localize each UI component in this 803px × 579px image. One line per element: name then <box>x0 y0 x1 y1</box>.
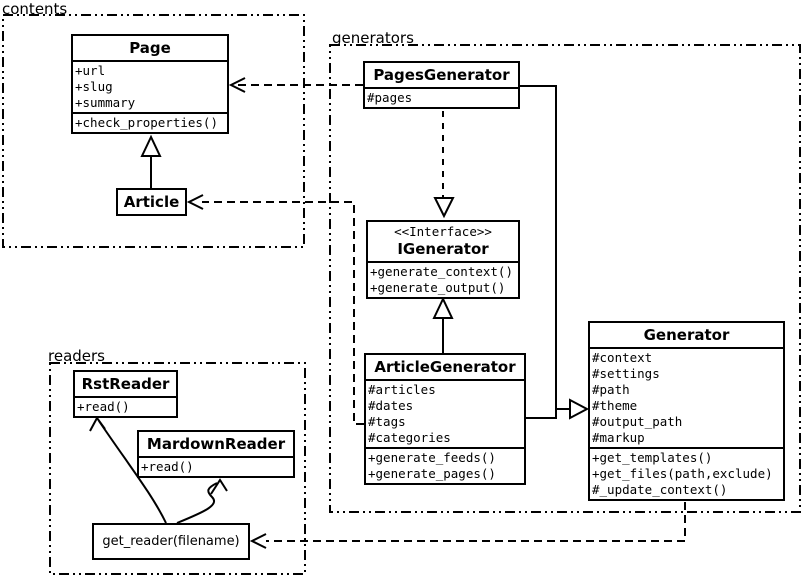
attribute: +slug <box>75 79 113 94</box>
edge-article-to-page-inheritance <box>140 134 162 188</box>
class-rstreader-methods: +read() <box>75 396 176 416</box>
class-igenerator-methods: +generate_context() +generate_output() <box>368 261 518 297</box>
package-label-contents: contents <box>2 0 68 18</box>
edge-pagesgenerator-to-igenerator-realization <box>433 111 455 219</box>
package-readers-border <box>49 362 306 575</box>
class-pagesgenerator-title: PagesGenerator <box>373 66 510 84</box>
attribute: +url <box>75 63 106 78</box>
method: +generate_output() <box>370 280 506 295</box>
class-page-title: Page <box>129 39 171 57</box>
function-get-reader-label: get_reader(filename) <box>102 534 240 549</box>
class-generator: Generator #context #settings #path #them… <box>588 321 785 501</box>
method: +read() <box>141 459 194 474</box>
edge-articlegenerator-to-igenerator-inheritance <box>432 296 454 353</box>
edge-pagesgenerator-to-page-dependency <box>228 77 363 93</box>
method: +generate_pages() <box>368 466 496 481</box>
class-igenerator-title: <<Interface>> IGenerator <box>368 222 518 261</box>
attribute: #theme <box>592 398 638 413</box>
edge-generator-to-getreader-dependency <box>249 502 686 549</box>
attribute: #pages <box>367 90 413 105</box>
method: +get_files(path,exclude) <box>592 466 773 481</box>
attribute: #tags <box>368 414 406 429</box>
attribute: #categories <box>368 430 451 445</box>
class-rstreader-title: RstReader <box>81 375 170 393</box>
class-page-attributes: +url +slug +summary <box>73 60 227 112</box>
attribute: #dates <box>368 398 414 413</box>
method: +generate_context() <box>370 264 513 279</box>
package-label-readers: readers <box>48 347 105 365</box>
function-get-reader: get_reader(filename) <box>92 523 250 560</box>
class-generator-methods: +get_templates() +get_files(path,exclude… <box>590 447 783 499</box>
method: +get_templates() <box>592 450 713 465</box>
class-articlegenerator-title: ArticleGenerator <box>374 358 516 376</box>
attribute: #articles <box>368 382 436 397</box>
class-pagesgenerator-attributes: #pages <box>365 87 518 107</box>
edge-getreader-to-markdownreader <box>176 478 228 524</box>
class-page: Page +url +slug +summary +check_properti… <box>71 34 229 134</box>
attribute: #context <box>592 350 653 365</box>
edge-articlegenerator-to-article-dependency <box>186 194 364 425</box>
attribute: #settings <box>592 366 660 381</box>
method: +generate_feeds() <box>368 450 496 465</box>
class-igenerator-name: IGenerator <box>397 240 489 258</box>
attribute: +summary <box>75 95 136 110</box>
class-markdownreader-title: MardownReader <box>146 435 286 453</box>
method: #_update_context() <box>592 482 728 497</box>
package-label-generators: generators <box>332 29 414 47</box>
class-articlegenerator-methods: +generate_feeds() +generate_pages() <box>366 447 524 483</box>
class-article-title: Article <box>123 193 180 211</box>
class-igenerator: <<Interface>> IGenerator +generate_conte… <box>366 220 520 299</box>
class-generator-title: Generator <box>643 326 730 344</box>
method: +check_properties() <box>75 115 218 130</box>
attribute: #markup <box>592 430 645 445</box>
attribute: #path <box>592 382 630 397</box>
class-pagesgenerator: PagesGenerator #pages <box>363 61 520 109</box>
interface-stereotype: <<Interface>> <box>394 224 492 239</box>
class-markdownreader-methods: +read() <box>139 456 293 476</box>
class-articlegenerator: ArticleGenerator #articles #dates #tags … <box>364 353 526 485</box>
class-page-methods: +check_properties() <box>73 112 227 132</box>
edge-generators-to-generator-inheritance <box>520 85 590 420</box>
attribute: #output_path <box>592 414 683 429</box>
package-generators-border <box>329 44 801 513</box>
class-rstreader: RstReader +read() <box>73 370 178 418</box>
class-articlegenerator-attributes: #articles #dates #tags #categories <box>366 379 524 447</box>
method: +read() <box>77 399 130 414</box>
class-article: Article <box>116 188 187 216</box>
class-generator-attributes: #context #settings #path #theme #output_… <box>590 347 783 447</box>
class-markdownreader: MardownReader +read() <box>137 430 295 478</box>
package-contents-border <box>2 14 305 248</box>
